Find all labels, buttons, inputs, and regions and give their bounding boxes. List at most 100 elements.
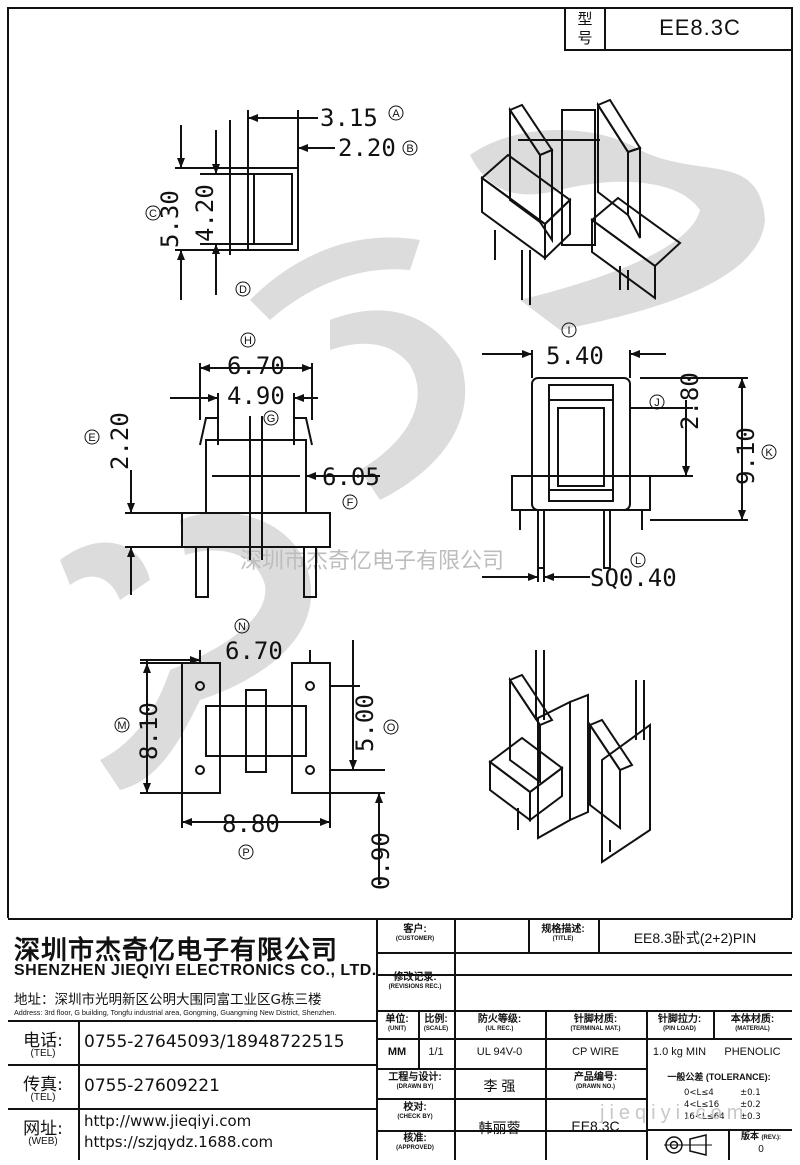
label-circle-k [761, 444, 777, 460]
fax-label-en: (TEL) [30, 1092, 56, 1103]
label-a: A [392, 108, 400, 120]
address-en: Address: 3rd floor, G building, Tongfu i… [14, 1008, 337, 1017]
label-circle-f [342, 494, 358, 510]
terminal-label: 针脚材质: [573, 1014, 618, 1025]
label-i: I [567, 325, 570, 337]
label-circle-g [263, 410, 279, 426]
product-label-en: (DRAWN NO.) [576, 1084, 615, 1090]
label-l: L [635, 555, 641, 567]
label-f: F [347, 497, 354, 509]
dim-i: 5.40 [546, 342, 604, 370]
unit-value: MM [387, 1046, 407, 1058]
approved-label-en: (APPROVED) [396, 1145, 434, 1151]
watermark-text: 深圳市杰奇亿电子有限公司 [240, 549, 504, 574]
model-box [564, 7, 793, 51]
label-m: M [117, 720, 126, 732]
fire-label-en: (UL REC.) [485, 1026, 514, 1032]
dim-g: 4.90 [227, 382, 285, 410]
customer-label: 客户: [403, 924, 427, 935]
scale-value: 1/1 [428, 1046, 444, 1058]
tolerance-label: 一般公差 (TOLERANCE): [667, 1072, 771, 1082]
label-circle-e [84, 429, 100, 445]
dim-p: 8.80 [222, 810, 280, 838]
web-link-1[interactable]: http://www.jieqiyi.com [84, 1112, 252, 1130]
fire-label: 防火等级: [477, 1014, 522, 1025]
label-h: H [244, 335, 252, 347]
dim-h: 6.70 [227, 352, 285, 380]
product-label: 产品编号: [573, 1072, 618, 1083]
unit-label-en: (UNIT) [388, 1026, 406, 1032]
watermark-url: jieqiyi.com [600, 1102, 749, 1124]
drawn-value: 李 强 [483, 1078, 516, 1094]
material-label: 本体材质: [730, 1014, 775, 1025]
web-label: 网址: [23, 1119, 63, 1139]
tolerance-row-3-tol: ±0.3 [740, 1112, 761, 1122]
version-label-cn: 版本 [741, 1131, 760, 1141]
technical-drawing: 深圳市杰奇亿电子有限公司 [7, 7, 793, 918]
terminal-label-en: (TERMINAL MAT.) [570, 1026, 621, 1032]
label-circle-c [145, 205, 161, 221]
dim-j: 2.80 [676, 372, 704, 430]
material-label-en: (MATERIAL) [735, 1026, 770, 1032]
tel-label: 电话: [23, 1031, 63, 1051]
fax-label: 传真: [23, 1075, 63, 1095]
customer-label-en: (CUSTOMER) [395, 936, 435, 942]
model-label: 型号 [577, 10, 593, 47]
label-e: E [88, 432, 95, 444]
dim-a: 3.15 [320, 104, 378, 132]
tel-label-en: (TEL) [30, 1048, 56, 1059]
label-j: J [654, 397, 660, 409]
label-o: O [387, 722, 396, 734]
version-label: 版本 (REV.): [730, 1131, 792, 1144]
label-circle-a [388, 105, 404, 121]
view-front-2 [125, 363, 380, 598]
web-label-en: (WEB) [28, 1136, 58, 1147]
scale-label-en: (SCALE) [423, 1026, 449, 1032]
revisions-label: 修改记录: [393, 972, 437, 983]
label-circle-l [630, 552, 646, 568]
label-circle-i [561, 322, 577, 338]
label-circle-d [235, 281, 251, 297]
part-number-value: EE8.3C [571, 1118, 620, 1134]
title-block: 深圳市杰奇亿电子有限公司 SHENZHEN JIEQIYI ELECTRONIC… [8, 918, 792, 1160]
drawn-label-en: (DRAWN BY) [396, 1084, 434, 1090]
scale-label: 比例: [424, 1014, 448, 1025]
web-link-2[interactable]: https://szjqydz.1688.com [84, 1133, 274, 1151]
label-circle-m [114, 717, 130, 733]
tolerance-row-1-tol: ±0.1 [740, 1088, 761, 1098]
version-label-en: (REV.): [761, 1135, 781, 1141]
check-value: 韩丽蓉 [478, 1120, 521, 1136]
tolerance-row-1-range: 0<L≤4 [684, 1088, 714, 1098]
label-circle-o [383, 719, 399, 735]
spec-label-en: (TITLE) [552, 936, 574, 942]
check-label-en: (CHECK BY) [397, 1114, 433, 1120]
check-label: 校对: [403, 1102, 427, 1113]
arrowheads [127, 114, 746, 826]
dim-o: 5.00 [351, 694, 379, 752]
revisions-label-en: (REVISIONS REC.) [388, 984, 442, 990]
tolerance-row-2-range: 4<L≤16 [684, 1100, 720, 1110]
tel-value: 0755-27645093/18948722515 [84, 1032, 345, 1052]
dim-m: 8.10 [135, 702, 163, 760]
dim-b: 2.20 [338, 134, 396, 162]
dim-n: 6.70 [225, 637, 283, 665]
label-n: N [238, 621, 246, 633]
tolerance-row-2-tol: ±0.2 [740, 1100, 761, 1110]
tolerance-row-3-range: 16<L≤64 [684, 1112, 725, 1122]
unit-label: 单位: [385, 1014, 409, 1025]
spec-label: 规格描述: [541, 924, 585, 935]
label-d: D [239, 284, 247, 296]
label-g: G [267, 413, 276, 425]
dim-k: 9.10 [732, 427, 760, 485]
label-p: P [242, 847, 249, 859]
pinload-value: 1.0 kg MIN [652, 1046, 707, 1058]
fire-value: UL 94V-0 [476, 1046, 523, 1058]
label-c: C [149, 208, 157, 220]
projection-symbol-icon [664, 1134, 712, 1156]
version-value: 0 [758, 1144, 764, 1155]
dim-c: 5.30 [156, 190, 184, 248]
label-k: K [765, 447, 773, 459]
pinload-label: 针脚拉力: [657, 1014, 702, 1025]
dim-f: 6.05 [322, 463, 380, 491]
label-b: B [406, 143, 413, 155]
